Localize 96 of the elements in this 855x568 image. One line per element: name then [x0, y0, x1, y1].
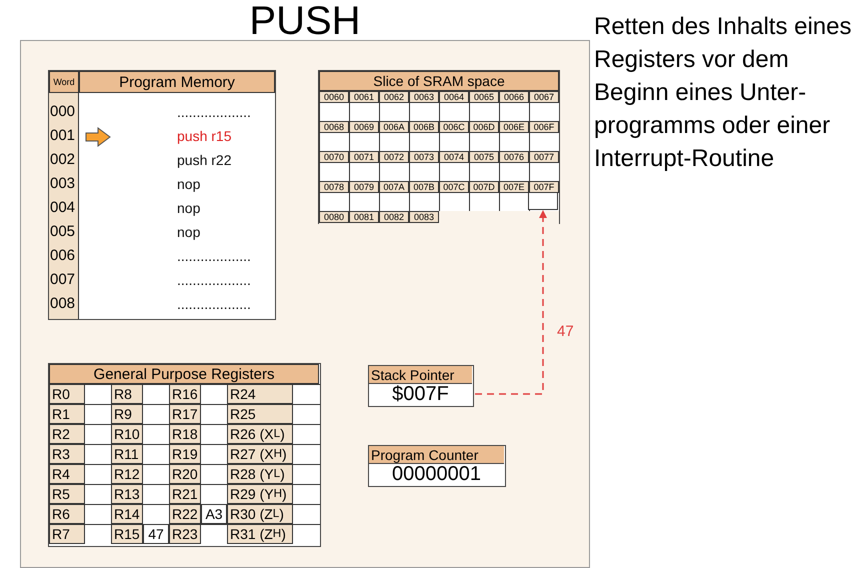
register-name: R19 [169, 444, 201, 464]
row-number: 003 [50, 174, 76, 194]
instruction-text: push r15 [177, 127, 232, 146]
instruction-text: ................... [177, 247, 252, 266]
memory-address: 007A [379, 181, 409, 193]
register-name: R18 [169, 424, 201, 444]
instruction-text: push r22 [177, 151, 232, 170]
instruction-text: nop [177, 175, 202, 194]
memory-address: 007D [469, 181, 499, 193]
description-text: Retten des Inhalts eines Registers vor dem Beginn eines Unter-programms oder einer Interrupt-Routine [594, 12, 852, 174]
memory-address: 006D [469, 121, 499, 133]
memory-address: 0069 [349, 121, 379, 133]
memory-address: 0062 [379, 91, 409, 103]
register-label: Stack Pointer [369, 366, 472, 384]
memory-address: 0063 [409, 91, 439, 103]
row-number: 000 [50, 102, 76, 122]
register-name: R15 [111, 524, 143, 544]
column-header: Word [49, 71, 79, 93]
row-number: 008 [50, 294, 76, 314]
register-name: R0 [49, 384, 85, 404]
instruction-text: ................... [177, 271, 252, 290]
register-name: R17 [169, 404, 201, 424]
register-name: R4 [49, 464, 85, 484]
instruction-text: ................... [177, 103, 252, 122]
register-name: R13 [111, 484, 143, 504]
row-number: 005 [50, 222, 76, 242]
register-name: R10 [111, 424, 143, 444]
memory-address: 006B [409, 121, 439, 133]
memory-address: 0072 [379, 151, 409, 163]
memory-address: 0067 [529, 91, 559, 103]
row-number: 001 [50, 126, 76, 146]
instruction-text: nop [177, 199, 202, 218]
memory-address: 0076 [499, 151, 529, 163]
register-name: R1 [49, 404, 85, 424]
register-name: R7 [49, 524, 85, 544]
register-name: R16 [169, 384, 201, 404]
register-box [368, 365, 474, 407]
row-number: 006 [50, 246, 76, 266]
memory-address: 0079 [349, 181, 379, 193]
register-name: R21 [169, 484, 201, 504]
register-name: R24 [227, 384, 293, 404]
register-name: R14 [111, 504, 143, 524]
register-value: 47 [143, 524, 169, 544]
memory-address: 0061 [349, 91, 379, 103]
arrow [475, 210, 547, 395]
table-header: Slice of SRAM space [319, 71, 559, 91]
register-name: R20 [169, 464, 201, 484]
memory-cell [528, 192, 558, 210]
register-name: R2 [49, 424, 85, 444]
register-name: R12 [111, 464, 143, 484]
memory-address: 007B [409, 181, 439, 193]
register-label: Program Counter [369, 446, 504, 464]
register-name: R9 [111, 404, 143, 424]
memory-address: 006C [439, 121, 469, 133]
register-box [368, 445, 506, 487]
memory-address: 007F [529, 181, 559, 193]
register-name: R5 [49, 484, 85, 504]
memory-address: 0081 [349, 211, 379, 223]
memory-address: 0071 [349, 151, 379, 163]
row-number: 007 [50, 270, 76, 290]
memory-address: 0064 [439, 91, 469, 103]
memory-address: 0083 [409, 211, 439, 223]
register-name: R11 [111, 444, 143, 464]
register-value: 00000001 [391, 464, 482, 485]
memory-address: 007C [439, 181, 469, 193]
register-name: R3 [49, 444, 85, 464]
memory-address: 0080 [319, 211, 349, 223]
memory-address: 0077 [529, 151, 559, 163]
memory-address: 0075 [469, 151, 499, 163]
memory-address: 006F [529, 121, 559, 133]
register-name: R23 [169, 524, 201, 544]
row-number: 002 [50, 150, 76, 170]
memory-address: 0065 [469, 91, 499, 103]
memory-address: 0066 [499, 91, 529, 103]
register-name: R22 [169, 504, 201, 524]
instruction-text: ................... [177, 295, 252, 314]
instruction-text: nop [177, 223, 202, 242]
memory-address: 0082 [379, 211, 409, 223]
memory-address: 006A [379, 121, 409, 133]
register-name: R6 [49, 504, 85, 524]
memory-address: 0073 [409, 151, 439, 163]
memory-address: 007E [499, 181, 529, 193]
table-header: Program Memory [79, 71, 275, 93]
row-number: 004 [50, 198, 76, 218]
register-value: A3 [201, 504, 227, 524]
table-header: General Purpose Registers [49, 364, 319, 384]
memory-address: 0060 [319, 91, 349, 103]
memory-address: 0070 [319, 151, 349, 163]
register-name: R25 [227, 404, 293, 424]
memory-address: 0074 [439, 151, 469, 163]
register-value: $007F [391, 384, 450, 405]
memory-address: 0068 [319, 121, 349, 133]
memory-address: 006E [499, 121, 529, 133]
register-name: R8 [111, 384, 143, 404]
memory-address: 0078 [319, 181, 349, 193]
title: PUSH [248, 0, 362, 42]
